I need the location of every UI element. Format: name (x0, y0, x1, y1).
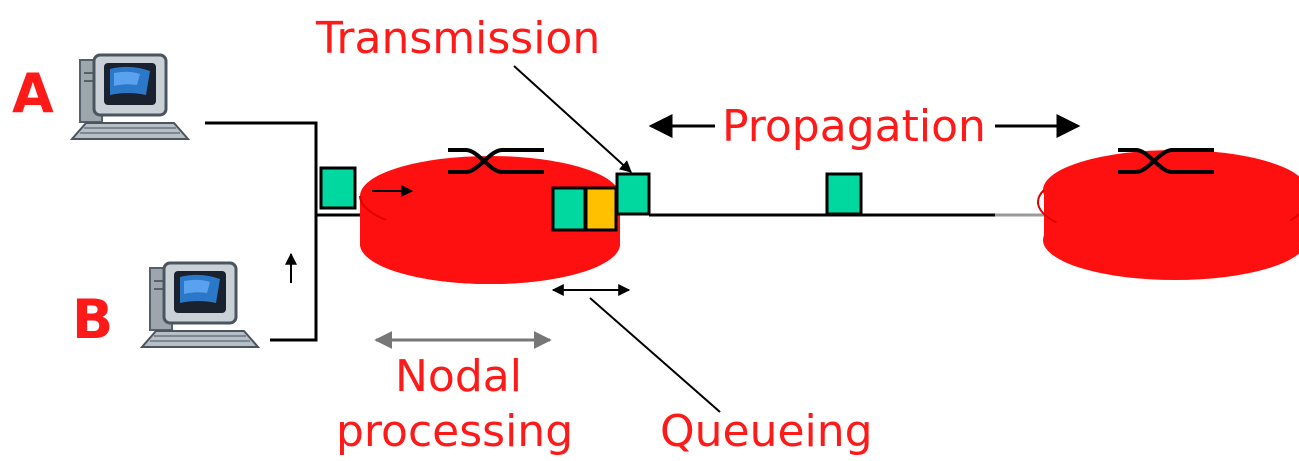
packet-transmitting (615, 172, 651, 216)
host-a-label: A (12, 62, 54, 125)
queueing-pointer (589, 297, 721, 413)
router-cylinder-icon (1037, 150, 1299, 280)
desktop-computer-icon (70, 53, 190, 141)
packet-incoming (319, 166, 357, 210)
crossed-arrows-icon (1118, 148, 1214, 174)
transmission-label: Transmission (315, 13, 600, 64)
nodal-label-line1: Nodal (395, 351, 522, 402)
packet-queued-1 (551, 186, 587, 232)
crossed-arrows-icon (448, 148, 544, 174)
packet-queued-2 (584, 186, 618, 232)
host-b: B (72, 261, 260, 351)
propagation-label: Propagation (722, 101, 986, 152)
router-2 (1037, 148, 1299, 280)
host-a: A (12, 53, 190, 141)
packet-propagating (825, 172, 863, 216)
queueing-label: Queueing (660, 406, 873, 457)
transmission-pointer (513, 65, 632, 173)
host-b-label: B (72, 288, 113, 351)
nodal-label-line2: processing (336, 406, 573, 457)
desktop-computer-icon (140, 261, 260, 349)
